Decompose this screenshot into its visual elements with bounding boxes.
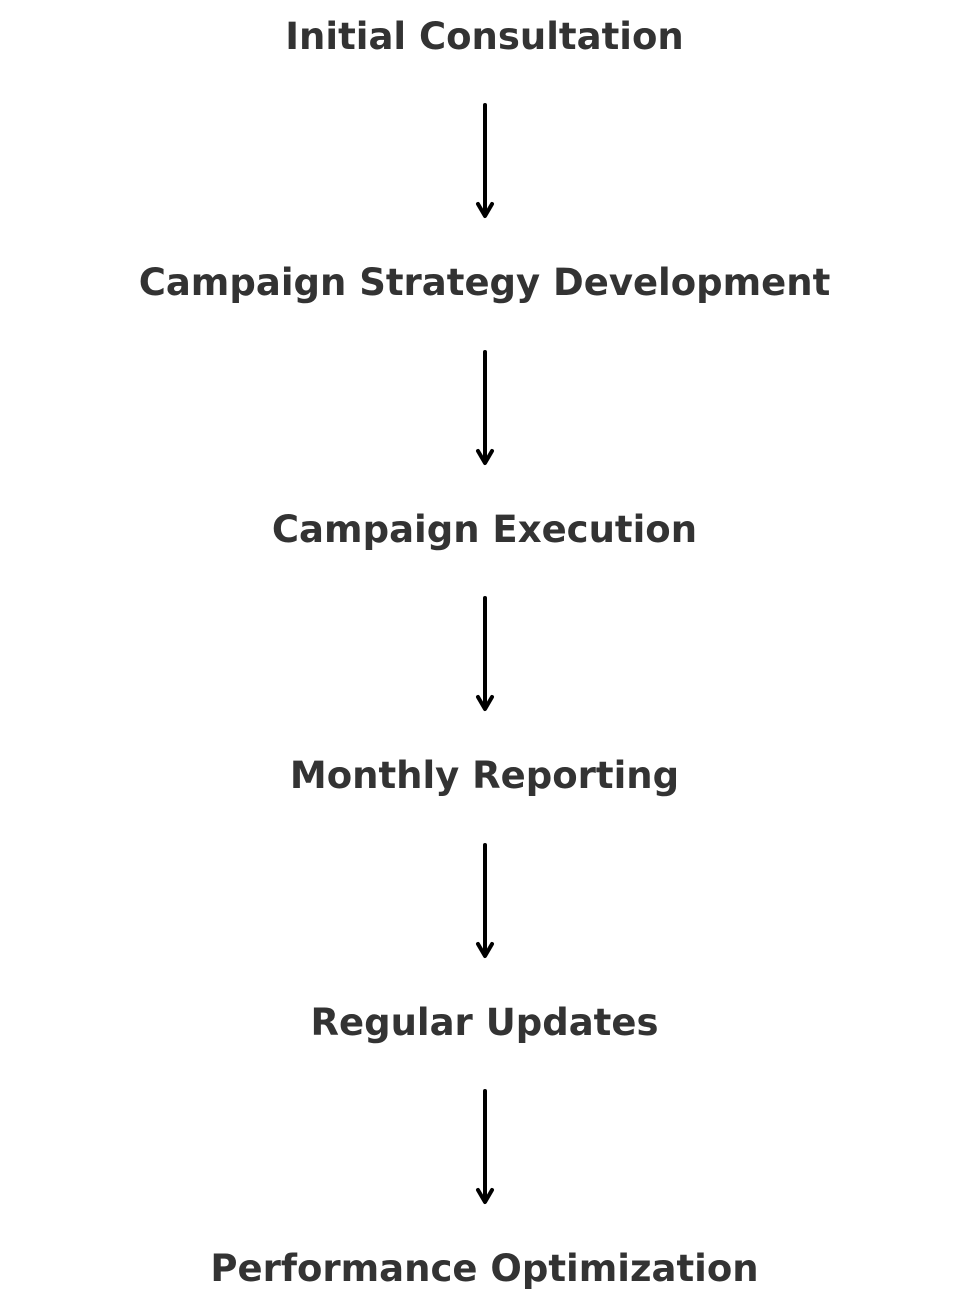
arrow-down-icon [476, 843, 494, 958]
step-performance-optimization: Performance Optimization [210, 1247, 759, 1290]
step-monthly-reporting: Monthly Reporting [289, 754, 680, 797]
step-regular-updates: Regular Updates [310, 1001, 659, 1044]
arrow-down-icon [476, 350, 494, 465]
arrow-down-icon [476, 596, 494, 711]
arrow-down-icon [476, 103, 494, 218]
step-initial-consultation: Initial Consultation [285, 15, 684, 58]
step-campaign-execution: Campaign Execution [271, 508, 698, 551]
step-campaign-strategy-development: Campaign Strategy Development [138, 261, 831, 304]
arrow-down-icon [476, 1089, 494, 1204]
